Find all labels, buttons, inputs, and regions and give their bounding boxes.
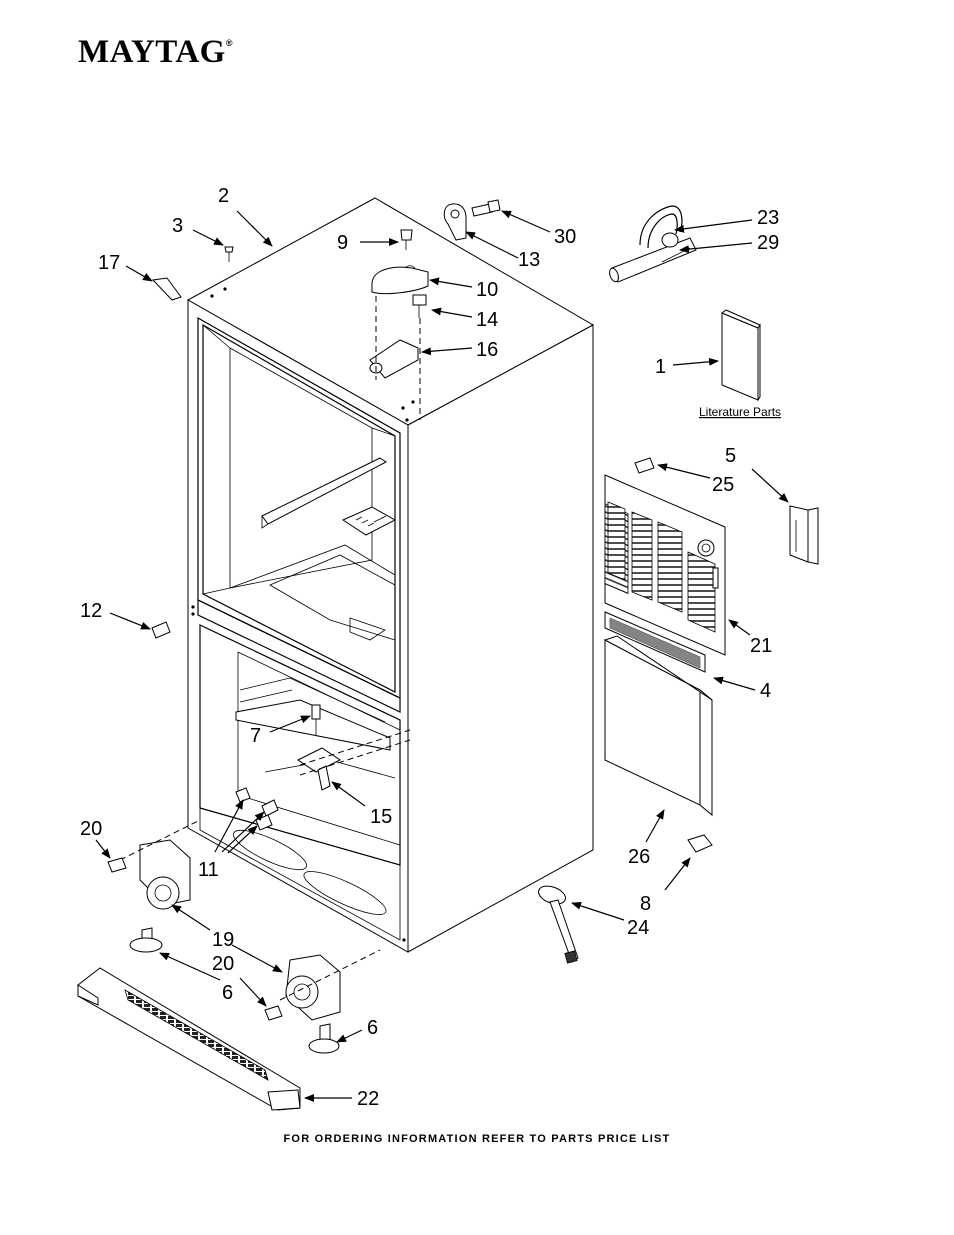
- literature-parts-label: Literature Parts: [699, 405, 781, 419]
- brand-logo: MAYTAG®: [78, 34, 233, 71]
- bracket-15: [297, 729, 411, 791]
- screw-12: [151, 621, 171, 639]
- callout-24: 24: [627, 917, 649, 939]
- callout-25: 25: [712, 474, 734, 496]
- callout-7: 7: [250, 725, 261, 747]
- callout-6-a: 6: [222, 982, 233, 1004]
- callout-30: 30: [554, 226, 576, 248]
- callout-4: 4: [760, 680, 771, 702]
- top-hinge-parts: [151, 199, 501, 420]
- leveling-leg-right: [308, 1023, 340, 1054]
- toe-grille-22: [77, 967, 301, 1111]
- literature-booklet: [721, 309, 761, 402]
- tool-24: [538, 885, 579, 964]
- callout-29: 29: [757, 232, 779, 254]
- handle-part: [609, 205, 697, 283]
- callout-12: 12: [80, 600, 102, 622]
- switch-7: [311, 704, 321, 735]
- callout-23: 23: [757, 207, 779, 229]
- callout-5: 5: [725, 445, 736, 467]
- callout-6-b: 6: [367, 1017, 378, 1039]
- rear-grille-panel: [604, 474, 726, 656]
- leader-lines: [95, 210, 789, 1102]
- screw-25: [634, 457, 655, 474]
- registered-mark: ®: [225, 38, 233, 48]
- roller-assembly-right: [264, 949, 381, 1021]
- refrigerator-cabinet: [186, 197, 595, 953]
- callout-2: 2: [218, 185, 229, 207]
- callout-21: 21: [750, 635, 772, 657]
- callout-20-b: 20: [212, 953, 234, 975]
- access-panel-26: [603, 635, 713, 817]
- callout-26: 26: [628, 846, 650, 868]
- roller-assembly-left: [107, 819, 201, 910]
- callout-8: 8: [640, 893, 651, 915]
- callout-22: 22: [357, 1088, 379, 1110]
- callout-9: 9: [337, 232, 348, 254]
- callout-15: 15: [370, 806, 392, 828]
- brand-name: MAYTAG: [78, 34, 226, 70]
- callout-11: 11: [198, 859, 219, 881]
- callout-labels: 2 3 17 9 10 14 16 13 30 23 29 1 Literatu…: [80, 185, 781, 1110]
- callout-13: 13: [518, 249, 540, 271]
- callout-20-a: 20: [80, 818, 102, 840]
- callout-14: 14: [476, 309, 498, 331]
- callout-17: 17: [98, 252, 120, 274]
- ordering-info-footer: FOR ORDERING INFORMATION REFER TO PARTS …: [283, 1133, 671, 1145]
- leveling-leg-left: [129, 927, 163, 953]
- callout-16: 16: [476, 339, 498, 361]
- callout-3: 3: [172, 215, 183, 237]
- clip-8: [687, 834, 713, 853]
- callout-1: 1: [655, 356, 666, 378]
- callout-10: 10: [476, 279, 498, 301]
- clip-5: [789, 505, 819, 565]
- callout-19: 19: [212, 929, 234, 951]
